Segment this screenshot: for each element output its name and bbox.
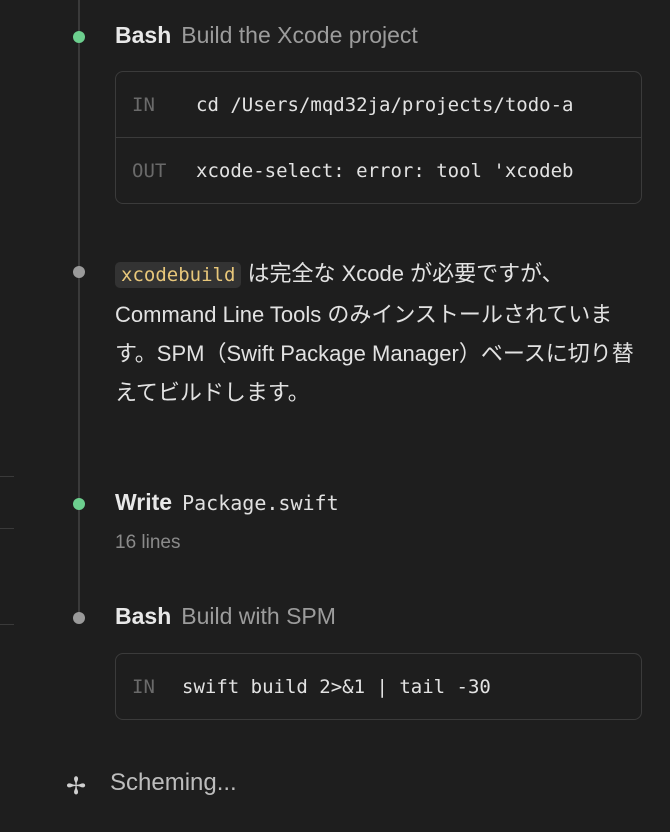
- step-header[interactable]: Write Package.swift: [115, 489, 339, 516]
- status-dot-success: [73, 31, 85, 43]
- status-dot-message: [73, 266, 85, 278]
- inline-code: xcodebuild: [115, 262, 242, 288]
- file-name: Package.swift: [182, 491, 339, 515]
- divider: [0, 624, 14, 625]
- write-summary: 16 lines: [115, 532, 181, 553]
- tool-name: Bash: [115, 22, 172, 48]
- io-command: cd /Users/mqd32ja/projects/todo-a: [196, 93, 574, 116]
- io-output: xcode-select: error: tool 'xcodeb: [196, 159, 574, 182]
- status-dot-success: [73, 498, 85, 510]
- tool-description: Build with SPM: [181, 603, 336, 629]
- spinner-icon: ✢: [66, 773, 87, 800]
- step-header[interactable]: Bash Build the Xcode project: [115, 22, 418, 49]
- status-dot-running: [73, 612, 85, 624]
- io-command: swift build 2>&1 | tail -30: [182, 675, 491, 698]
- tool-name: Bash: [115, 603, 172, 629]
- io-label: OUT: [132, 159, 167, 182]
- divider: [0, 476, 14, 477]
- step-header[interactable]: Bash Build with SPM: [115, 603, 336, 630]
- tool-name: Write: [115, 489, 173, 515]
- message-text: は完全な Xcode が必要ですが、Command Line Tools のみイ…: [115, 261, 634, 405]
- io-row-in[interactable]: IN swift build 2>&1 | tail -30: [116, 654, 641, 719]
- status-text: Scheming...: [110, 769, 237, 796]
- assistant-message: xcodebuild は完全な Xcode が必要ですが、Command Lin…: [115, 254, 645, 412]
- divider: [0, 528, 14, 529]
- io-row-out[interactable]: OUT xcode-select: error: tool 'xcodeb: [116, 137, 641, 203]
- bash-io-box: IN cd /Users/mqd32ja/projects/todo-a OUT x…: [115, 71, 642, 204]
- timeline-line: [78, 0, 80, 622]
- io-row-in[interactable]: IN cd /Users/mqd32ja/projects/todo-a: [116, 72, 641, 137]
- io-label: IN: [132, 93, 155, 116]
- io-label: IN: [132, 675, 155, 698]
- tool-description: Build the Xcode project: [181, 22, 418, 48]
- bash-io-box: IN swift build 2>&1 | tail -30: [115, 653, 642, 720]
